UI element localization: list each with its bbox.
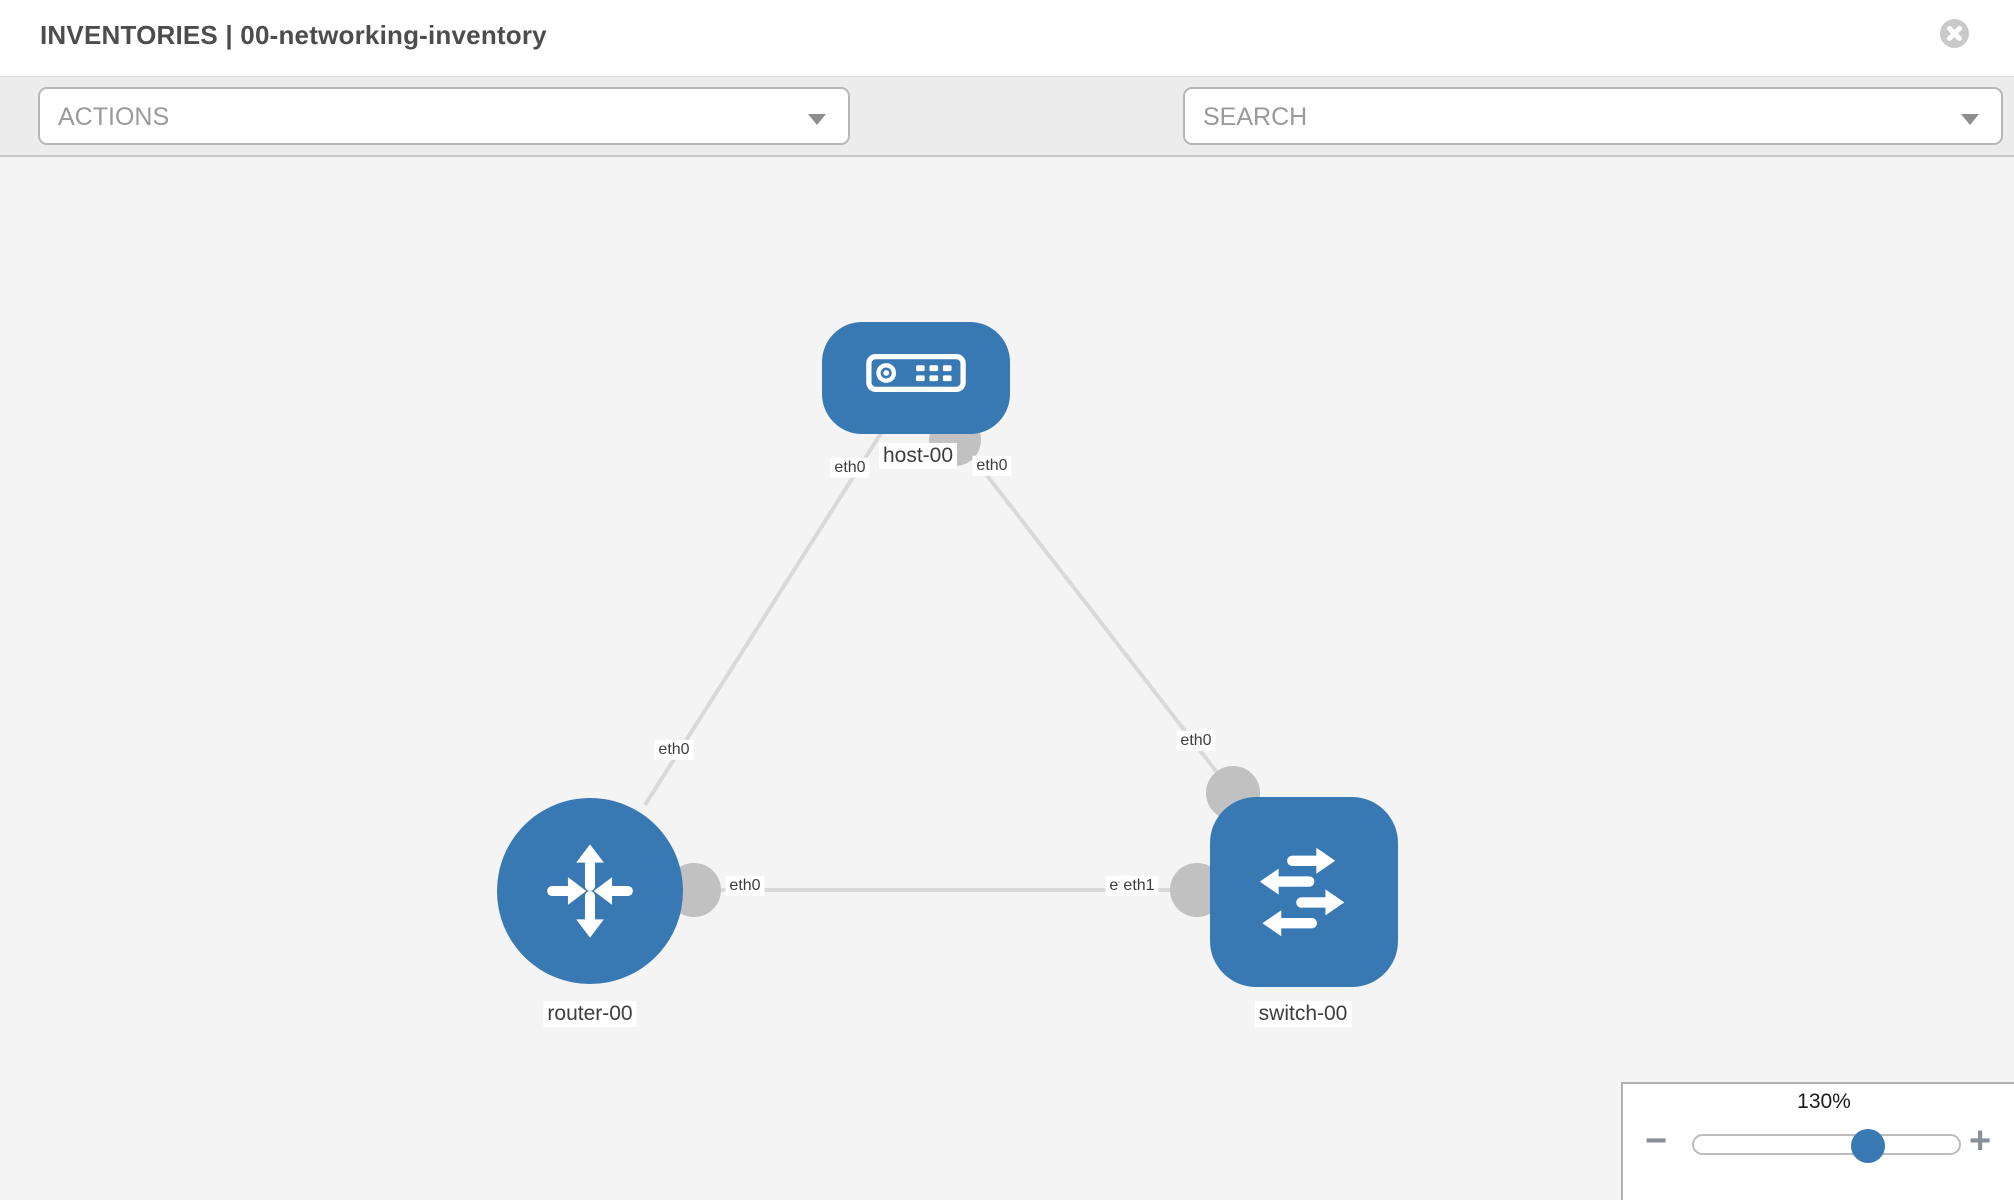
interface-label-switch-left-eth1: eth1 bbox=[1119, 875, 1159, 897]
zoom-out-button[interactable]: − bbox=[1645, 1120, 1668, 1162]
chevron-down-icon bbox=[1961, 114, 1979, 125]
interface-label-host-right: eth0 bbox=[972, 455, 1012, 477]
node-switch-00[interactable] bbox=[1210, 797, 1398, 987]
links-layer bbox=[643, 414, 1260, 917]
node-router-00[interactable] bbox=[497, 798, 683, 984]
actions-dropdown[interactable]: ACTIONS bbox=[38, 87, 850, 145]
zoom-slider-track[interactable] bbox=[1692, 1129, 1961, 1163]
node-host-00[interactable] bbox=[822, 322, 1010, 434]
close-button[interactable] bbox=[1940, 19, 1969, 48]
zoom-in-button[interactable]: + bbox=[1969, 1120, 1992, 1162]
node-label-switch-00: switch-00 bbox=[1254, 1000, 1352, 1028]
page-title: INVENTORIES | 00-networking-inventory bbox=[40, 20, 547, 50]
node-label-host-00: host-00 bbox=[878, 442, 958, 470]
zoom-level: 130% bbox=[1797, 1090, 1851, 1113]
header: INVENTORIES | 00-networking-inventory bbox=[0, 0, 2014, 76]
interface-label-switch-top: eth0 bbox=[1176, 730, 1216, 752]
interface-label-router-right: eth0 bbox=[725, 875, 765, 897]
search-dropdown[interactable]: SEARCH bbox=[1183, 87, 2003, 145]
topology-canvas[interactable]: eth0 host-00 eth0 eth0 eth0 eth0 eth0 et… bbox=[0, 157, 2014, 1200]
interface-label-router-top: eth0 bbox=[654, 739, 694, 761]
interface-label-host-left: eth0 bbox=[830, 457, 870, 479]
toolbar: ACTIONS SEARCH bbox=[0, 76, 2014, 208]
zoom-slider-thumb[interactable] bbox=[1851, 1129, 1885, 1163]
zoom-panel: 130% − + bbox=[1621, 1082, 2014, 1200]
node-label-router-00: router-00 bbox=[543, 1000, 637, 1028]
chevron-down-icon bbox=[808, 114, 826, 125]
search-dropdown-label: SEARCH bbox=[1203, 103, 1308, 131]
actions-dropdown-label: ACTIONS bbox=[58, 103, 170, 131]
